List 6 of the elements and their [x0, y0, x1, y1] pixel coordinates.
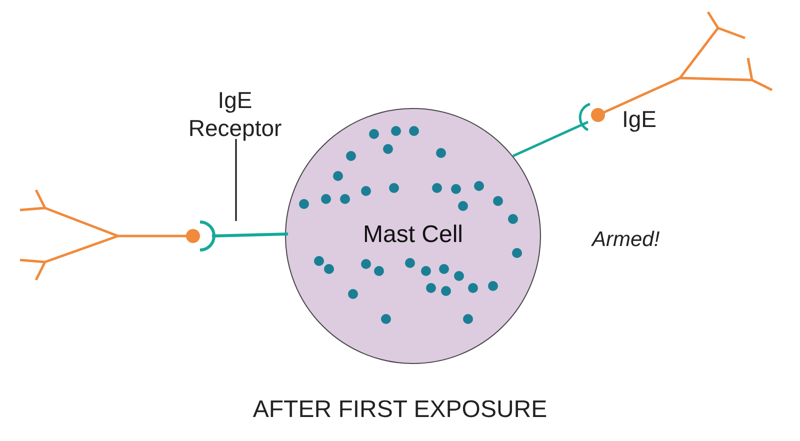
- status-note: Armed!: [592, 228, 660, 252]
- leader-line: [235, 139, 237, 221]
- receptor-label: IgE Receptor: [170, 86, 300, 142]
- caption: AFTER FIRST EXPOSURE: [252, 396, 548, 424]
- cell-label: Mast Cell: [362, 221, 464, 249]
- antibody-label: IgE: [622, 106, 657, 133]
